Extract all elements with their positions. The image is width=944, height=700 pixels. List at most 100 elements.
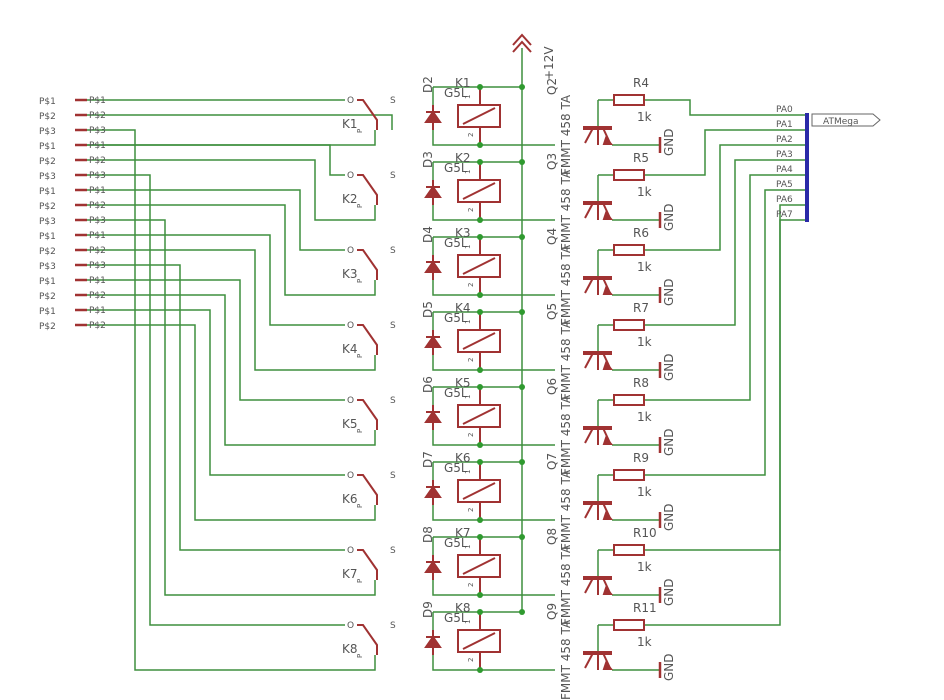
contact-o-label: O bbox=[347, 546, 354, 556]
bus-wire bbox=[645, 189, 807, 476]
coil-pin: 1 bbox=[464, 545, 472, 549]
transistor-collector bbox=[584, 127, 594, 144]
contact-o-label: O bbox=[347, 471, 354, 481]
ground-label: GND bbox=[662, 203, 676, 231]
junction-dot bbox=[477, 442, 483, 448]
pad-label-inner: P$2 bbox=[89, 201, 106, 211]
ground-label: GND bbox=[662, 428, 676, 456]
diode-label: D3 bbox=[421, 151, 435, 168]
junction-dot bbox=[477, 84, 483, 90]
relay-k-label: K7 bbox=[342, 567, 358, 581]
coil-slash bbox=[462, 257, 496, 275]
coil-pin: 2 bbox=[467, 433, 475, 437]
junction-dot bbox=[477, 534, 483, 540]
contact-o-label: O bbox=[347, 321, 354, 331]
transistor-arrow bbox=[602, 210, 614, 220]
ground-label: GND bbox=[662, 353, 676, 381]
contact-o-label: O bbox=[347, 396, 354, 406]
transistor-arrow bbox=[602, 510, 614, 520]
resistor-value: 1k bbox=[637, 185, 652, 199]
contact-p-label: P bbox=[356, 654, 364, 658]
diode-label: D5 bbox=[421, 301, 435, 318]
coil-k-label: K8 bbox=[455, 601, 471, 615]
pad-label-outer: P$2 bbox=[39, 247, 56, 257]
coil-slash bbox=[462, 107, 496, 125]
transistor-part-label: FMMT 458 TA bbox=[559, 394, 573, 475]
junction-dot bbox=[519, 159, 525, 165]
contact-wire-o bbox=[87, 279, 345, 401]
resistor-value: 1k bbox=[637, 260, 652, 274]
coil-label: G5L bbox=[444, 386, 468, 400]
wires-layer bbox=[87, 48, 807, 671]
contact-wire-p bbox=[87, 159, 376, 221]
pad-label-outer: P$2 bbox=[39, 157, 56, 167]
pad-label-inner: P$2 bbox=[89, 111, 106, 121]
contact-wire-p bbox=[87, 129, 376, 671]
junction-dot bbox=[477, 592, 483, 598]
junction-dot bbox=[519, 234, 525, 240]
coil-pin: 2 bbox=[467, 583, 475, 587]
contact-wire-s bbox=[87, 114, 393, 130]
junction-dot bbox=[519, 84, 525, 90]
coil-bottom-wire bbox=[432, 430, 555, 446]
coil-slash bbox=[462, 182, 496, 200]
contact-s-label: S bbox=[390, 546, 396, 556]
diode-label: D4 bbox=[421, 226, 435, 243]
junction-dot bbox=[477, 142, 483, 148]
diode-body bbox=[424, 335, 442, 348]
contact-wire-o bbox=[87, 234, 345, 326]
transistor-part-label: FMMT 458 TA bbox=[559, 319, 573, 400]
bus-pin-label: PA5 bbox=[776, 180, 793, 190]
coil-slash bbox=[462, 632, 496, 650]
pad-label-outer: P$2 bbox=[39, 112, 56, 122]
coil-pin: 1 bbox=[464, 95, 472, 99]
bus-wire bbox=[645, 129, 807, 176]
contact-p-label: P bbox=[356, 279, 364, 283]
resistor-label: R5 bbox=[633, 151, 649, 165]
bus-wire bbox=[645, 174, 807, 401]
diode-body bbox=[424, 185, 442, 198]
coil-bottom-wire bbox=[432, 580, 555, 596]
pad-label-inner: P$2 bbox=[89, 156, 106, 166]
resistor-label: R6 bbox=[633, 226, 649, 240]
contact-wire-o bbox=[87, 309, 345, 476]
transistor-q-label: Q9 bbox=[545, 603, 559, 620]
junction-dot bbox=[477, 384, 483, 390]
coil-pin: 1 bbox=[464, 470, 472, 474]
pad-label-inner: P$2 bbox=[89, 246, 106, 256]
pad-label-inner: P$1 bbox=[89, 96, 106, 106]
relay-k-label: K3 bbox=[342, 267, 358, 281]
pad-label-inner: P$1 bbox=[89, 186, 106, 196]
bus-pin-label: PA0 bbox=[776, 105, 793, 115]
contact-s-label: S bbox=[390, 246, 396, 256]
contact-s-label: S bbox=[390, 96, 396, 106]
pad-label-outer: P$2 bbox=[39, 202, 56, 212]
relay-k-label: K1 bbox=[342, 117, 358, 131]
contact-wire-o bbox=[87, 174, 345, 626]
transistor-arrow bbox=[602, 660, 614, 670]
switch-blade bbox=[357, 399, 378, 430]
transistor-collector bbox=[584, 352, 594, 369]
transistor-part-label: FMMT 458 TA bbox=[559, 244, 573, 325]
pad-label-inner: P$1 bbox=[89, 306, 106, 316]
contact-wire-o bbox=[87, 264, 345, 551]
supply-arrow bbox=[512, 40, 532, 53]
transistor-collector bbox=[584, 202, 594, 219]
junctions-layer bbox=[477, 84, 525, 673]
transistor-part-label: FMMT 458 TA bbox=[559, 544, 573, 625]
contact-wire-p bbox=[87, 219, 376, 596]
resistor-label: R9 bbox=[633, 451, 649, 465]
pad-label-outer: P$1 bbox=[39, 142, 56, 152]
transistor-q-label: Q6 bbox=[545, 378, 559, 395]
coil-pin: 2 bbox=[467, 208, 475, 212]
contact-wire-p bbox=[87, 204, 376, 296]
contact-wire-p bbox=[87, 294, 376, 446]
contact-s-label: S bbox=[390, 471, 396, 481]
transistor-q-label: Q7 bbox=[545, 453, 559, 470]
coil-slash bbox=[462, 407, 496, 425]
resistor-body bbox=[613, 94, 645, 106]
coil-label: G5L bbox=[444, 611, 468, 625]
switch-blade bbox=[357, 249, 378, 280]
resistor-value: 1k bbox=[637, 335, 652, 349]
